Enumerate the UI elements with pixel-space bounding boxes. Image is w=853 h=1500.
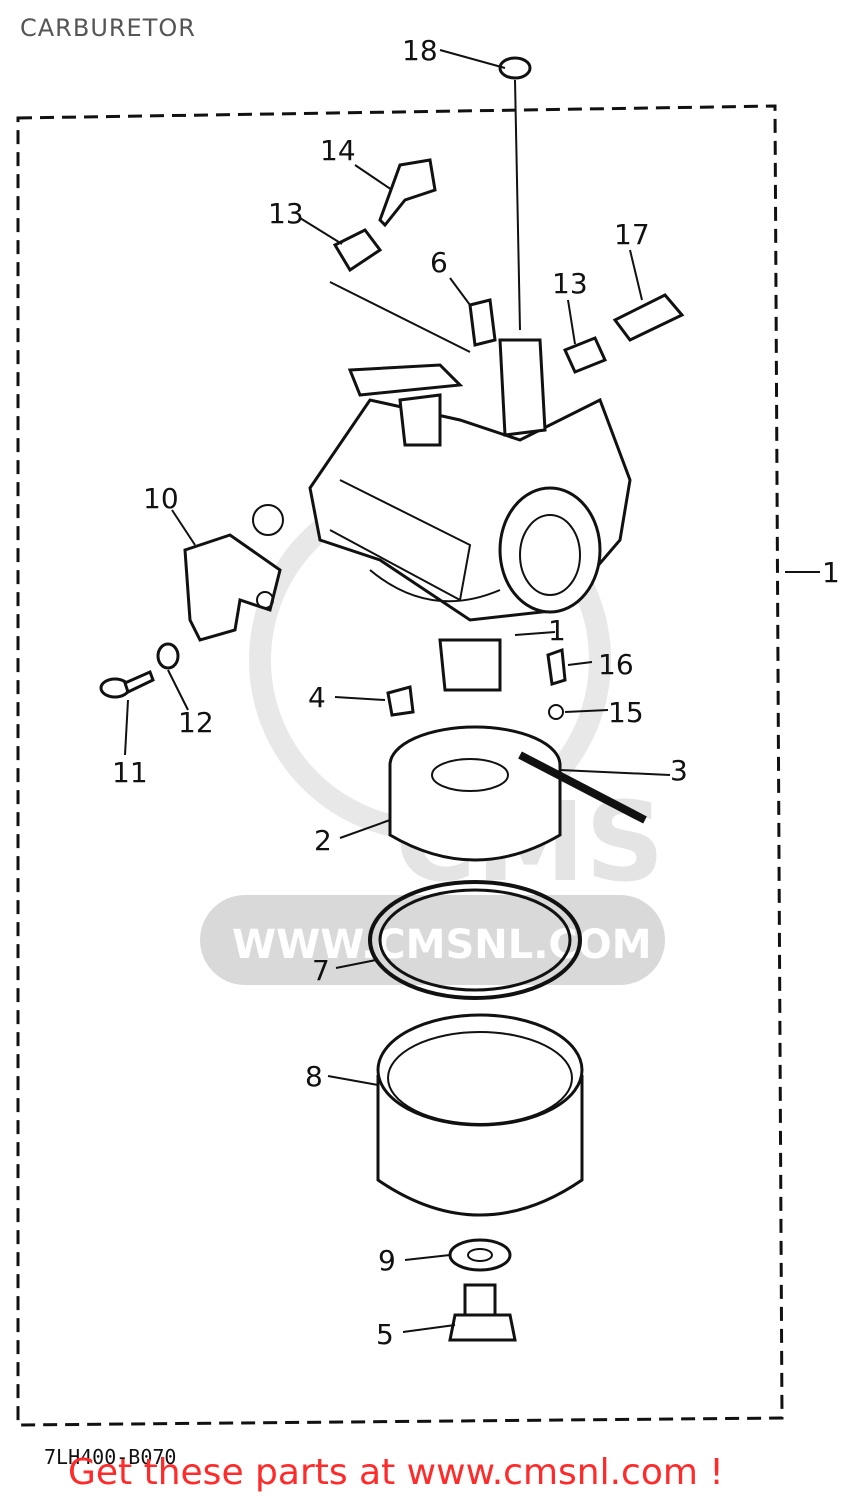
spring-13a xyxy=(332,228,383,273)
washer-12 xyxy=(156,642,180,670)
callout-15: 15 xyxy=(608,696,644,729)
throttle-stop-screw xyxy=(378,158,437,228)
callout-1: 1 xyxy=(822,556,840,589)
float-pin xyxy=(518,751,647,824)
float-bowl xyxy=(376,1013,584,1217)
callout-16: 16 xyxy=(598,648,634,681)
callout-5: 5 xyxy=(376,1318,394,1351)
screw-11 xyxy=(99,669,155,699)
float-bowl-gasket xyxy=(368,880,582,1000)
diagram-code: 7LH400-B070 xyxy=(44,1445,176,1469)
screw-6 xyxy=(468,298,497,347)
pilot-screw xyxy=(612,293,685,342)
callout-10: 10 xyxy=(143,482,179,515)
callouts: 18 14 13 6 13 17 1 10 11 12 4 1 16 15 3 … xyxy=(112,34,840,1351)
callout-4: 4 xyxy=(308,681,326,714)
callout-12: 12 xyxy=(178,706,214,739)
callout-14: 14 xyxy=(320,134,356,167)
callout-13: 13 xyxy=(268,197,304,230)
callout-11: 11 xyxy=(112,756,148,789)
watermark-banner xyxy=(200,895,665,985)
callout-1-sub: 1 xyxy=(548,614,566,647)
drain-washer xyxy=(448,1238,512,1272)
callout-3: 3 xyxy=(670,754,688,787)
callout-17: 17 xyxy=(614,218,650,251)
callout-6: 6 xyxy=(430,246,448,279)
watermark-url: WWW.CMSNL.COM xyxy=(232,922,652,968)
callout-9: 9 xyxy=(378,1244,396,1277)
callout-8: 8 xyxy=(305,1060,323,1093)
clip-15 xyxy=(548,704,564,720)
assembly-frame xyxy=(16,104,784,1427)
spring-13b xyxy=(562,336,608,374)
page-title: CARBURETOR xyxy=(20,14,196,42)
bracket xyxy=(183,504,284,642)
callout-13: 13 xyxy=(552,267,588,300)
callout-18: 18 xyxy=(402,34,438,67)
needle-valve xyxy=(546,647,567,686)
clip-18 xyxy=(498,56,532,80)
cta-link[interactable]: Get these parts at www.cmsnl.com ! xyxy=(68,1452,724,1493)
callout-2: 2 xyxy=(314,824,332,857)
leader-lines xyxy=(124,49,820,1333)
drain-bolt xyxy=(448,1283,517,1342)
float xyxy=(388,725,562,862)
callout-7: 7 xyxy=(312,954,330,987)
carburetor-body xyxy=(308,338,632,692)
pilot-jet xyxy=(386,685,415,717)
